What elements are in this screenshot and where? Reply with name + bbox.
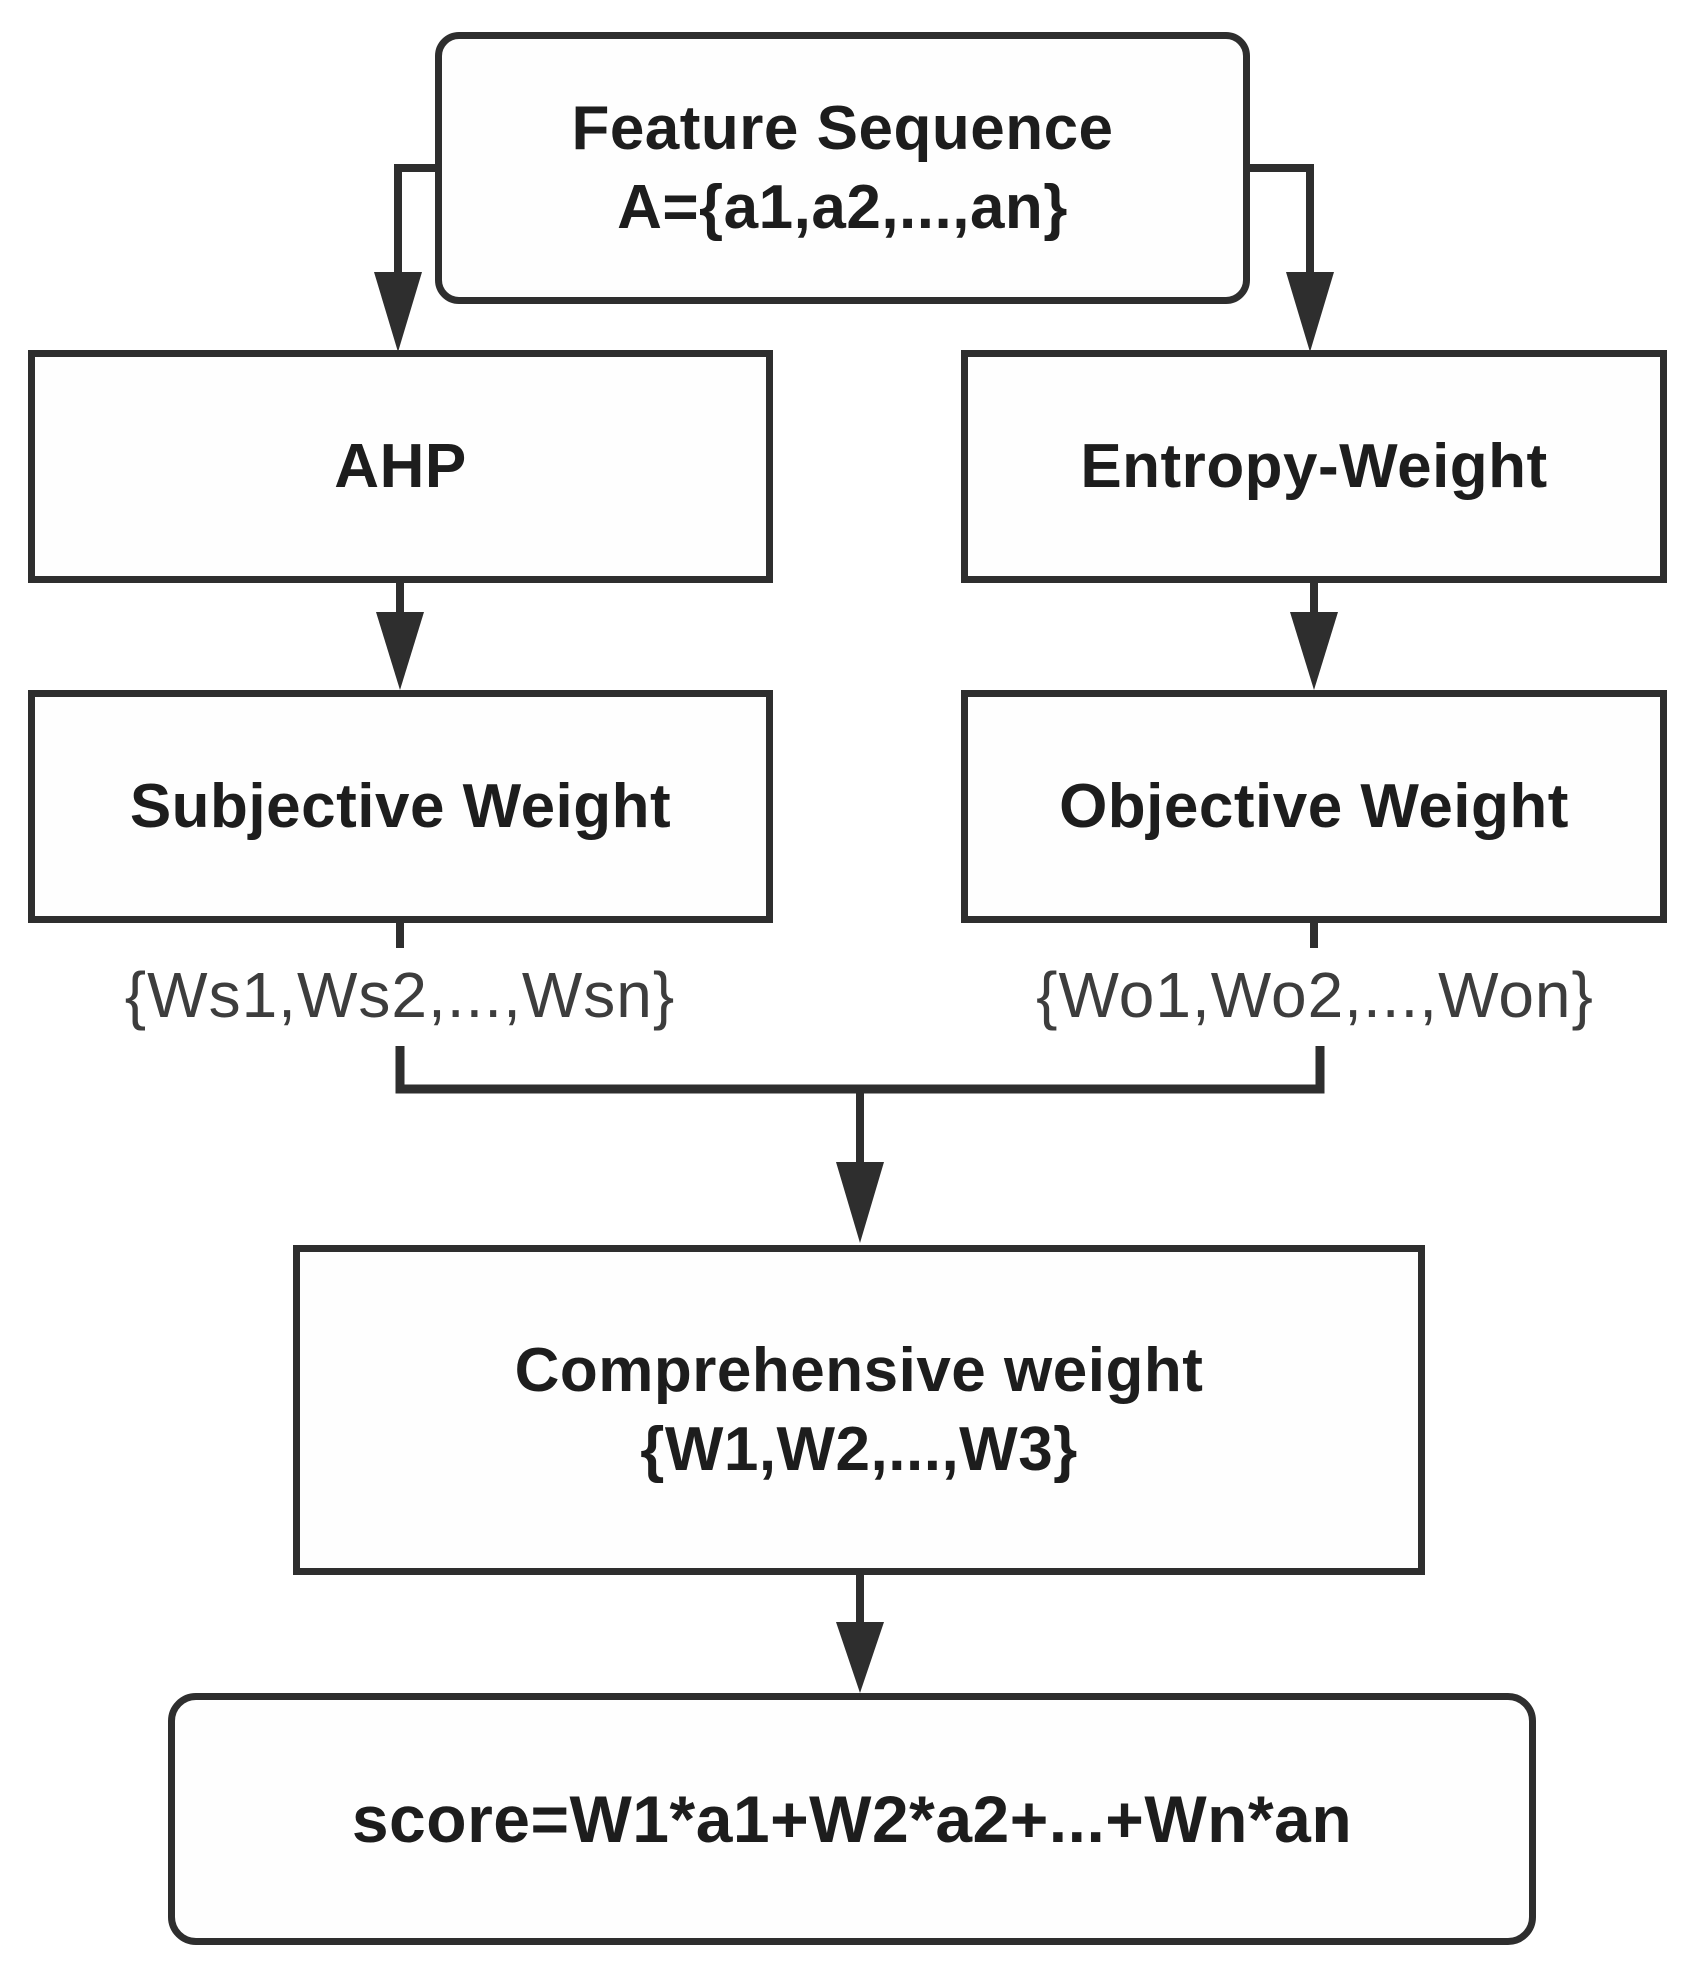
node-subjective-weight: Subjective Weight bbox=[28, 690, 773, 923]
feature-sequence-formula: A={a1,a2,...,an} bbox=[617, 173, 1068, 242]
node-feature-sequence: Feature Sequence A={a1,a2,...,an} bbox=[435, 32, 1250, 304]
subjective-weight-set-text: {Ws1,Ws2,...,Wsn} bbox=[124, 958, 676, 1031]
arrowhead-comprehensive-to-score bbox=[836, 1622, 884, 1693]
score-formula-text: score=W1*a1+W2*a2+...+Wn*an bbox=[351, 1781, 1353, 1856]
edge-feature-to-entropy bbox=[1245, 164, 1314, 278]
arrowhead-entropy-to-objective bbox=[1290, 612, 1338, 690]
comprehensive-weight-set: {W1,W2,...,W3} bbox=[640, 1415, 1078, 1484]
objective-weight-label: Objective Weight bbox=[1059, 771, 1569, 841]
objective-weight-set: {Wo1,Wo2,...,Won} bbox=[960, 942, 1670, 1047]
arrowhead-feature-to-ahp bbox=[374, 272, 422, 352]
subjective-weight-set: {Ws1,Ws2,...,Wsn} bbox=[30, 942, 770, 1047]
ahp-label: AHP bbox=[334, 431, 467, 501]
arrowhead-merge-to-comprehensive bbox=[836, 1162, 884, 1243]
subjective-weight-label: Subjective Weight bbox=[129, 771, 672, 841]
node-ahp: AHP bbox=[28, 350, 773, 583]
arrowhead-ahp-to-subjective bbox=[376, 612, 424, 690]
entropy-weight-label: Entropy-Weight bbox=[1080, 431, 1548, 501]
objective-weight-set-text: {Wo1,Wo2,...,Won} bbox=[1036, 958, 1594, 1031]
node-entropy-weight: Entropy-Weight bbox=[961, 350, 1667, 583]
edge-merge-bar bbox=[395, 1046, 1325, 1094]
node-comprehensive-weight: Comprehensive weight {W1,W2,...,W3} bbox=[293, 1245, 1425, 1575]
node-objective-weight: Objective Weight bbox=[961, 690, 1667, 923]
feature-sequence-title: Feature Sequence bbox=[571, 93, 1114, 163]
comprehensive-weight-title: Comprehensive weight bbox=[514, 1335, 1204, 1405]
arrowhead-feature-to-entropy bbox=[1286, 272, 1334, 352]
edge-feature-to-ahp bbox=[394, 164, 440, 278]
node-score-formula: score=W1*a1+W2*a2+...+Wn*an bbox=[168, 1693, 1536, 1945]
